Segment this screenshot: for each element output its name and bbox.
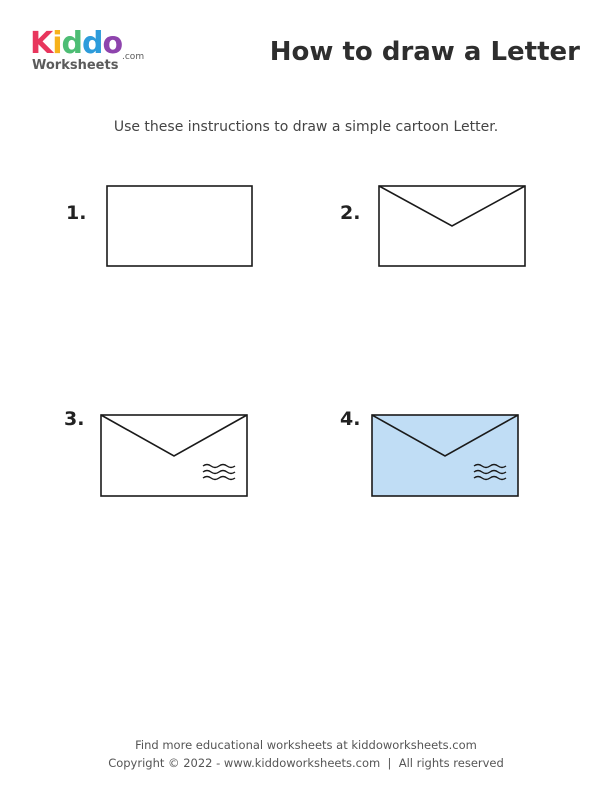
step-1-envelope <box>106 185 253 267</box>
logo-wordmark: Kiddo <box>30 26 124 61</box>
logo-subtitle: Worksheets <box>32 58 119 73</box>
wavy-lines <box>202 463 236 481</box>
logo-letter-d1: d <box>61 26 84 61</box>
envelope-flap <box>378 185 526 227</box>
logo-letter-i: i <box>52 26 62 61</box>
step-1-number: 1. <box>66 202 87 224</box>
envelope-body <box>106 185 253 267</box>
step-4-envelope <box>371 414 519 497</box>
envelope-flap <box>371 414 519 457</box>
step-2-number: 2. <box>340 202 361 224</box>
footer-find-more: Find more educational worksheets at kidd… <box>135 738 477 752</box>
envelope-flap <box>100 414 248 457</box>
step-3-number: 3. <box>64 408 85 430</box>
wavy-lines <box>473 463 507 481</box>
step-3-envelope <box>100 414 248 497</box>
footer-copyright: Copyright © 2022 - www.kiddoworksheets.c… <box>108 756 504 770</box>
logo-letter-o: o <box>102 26 124 61</box>
page-title: How to draw a Letter <box>269 37 580 67</box>
instructions-text: Use these instructions to draw a simple … <box>113 119 499 135</box>
kiddo-worksheets-logo: Kiddo Worksheets .com <box>30 28 160 76</box>
step-4-number: 4. <box>340 408 361 430</box>
logo-domain: .com <box>122 52 145 62</box>
logo-letter-d2: d <box>82 26 104 61</box>
logo-letter-k: K <box>30 26 53 61</box>
step-2-envelope <box>378 185 526 267</box>
